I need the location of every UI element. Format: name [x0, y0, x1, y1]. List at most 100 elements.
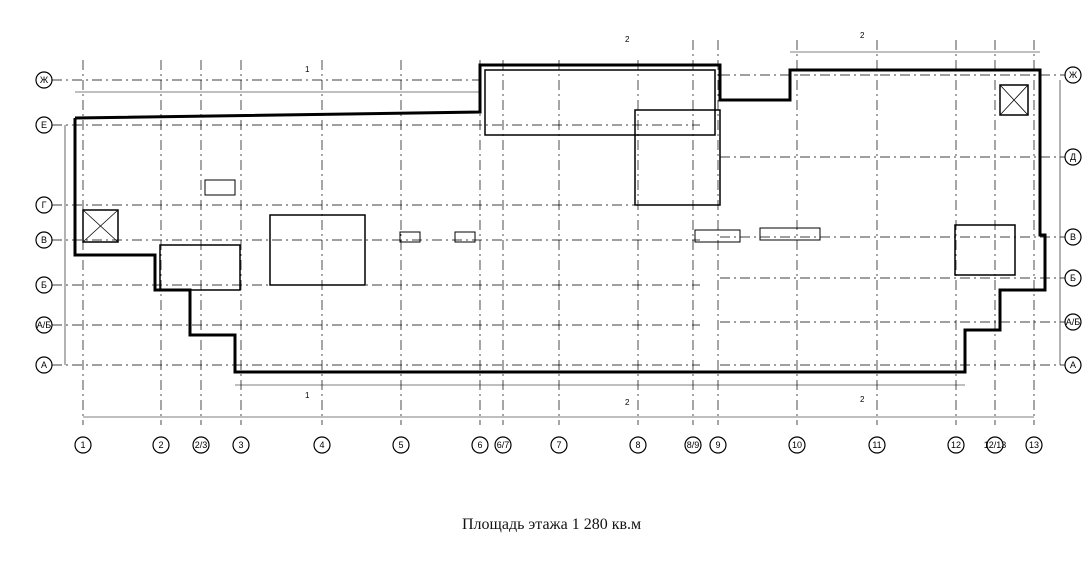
axis-label: 4	[319, 440, 324, 450]
stair-left	[159, 244, 241, 291]
axis-label: Ж	[1069, 70, 1078, 80]
row-axis-left-7: А	[35, 356, 53, 374]
axis-label: 1	[80, 440, 85, 450]
row-axis-left-5: Б	[35, 276, 53, 294]
axis-label: В	[1070, 232, 1076, 242]
section-mark-2-bottom-b: 2	[860, 395, 865, 404]
axis-bubble	[232, 436, 250, 454]
column-axis-14: 11	[868, 436, 886, 454]
axis-bubble	[74, 436, 92, 454]
column-axis-8: 6/7	[494, 436, 512, 454]
column-axis-11: 8/9	[684, 436, 702, 454]
column-axis-5: 4	[313, 436, 331, 454]
axis-label: 13	[1029, 440, 1039, 450]
axis-label: 11	[872, 440, 881, 450]
column-axis-17: 13	[1025, 436, 1043, 454]
axis-label: 10	[792, 440, 802, 450]
exterior-wall	[73, 63, 1047, 374]
axis-label: 8	[635, 440, 640, 450]
axis-bubble	[550, 436, 568, 454]
stair-right	[954, 224, 1016, 276]
column-axis-6: 5	[392, 436, 410, 454]
axis-label: Б	[41, 280, 47, 290]
axis-bubble	[1025, 436, 1043, 454]
axis-label: 2	[158, 440, 163, 450]
section-mark-2-top-b: 2	[860, 31, 865, 40]
courtyard-notch	[484, 69, 716, 136]
section-mark-1-bottom: 1	[305, 391, 310, 400]
axis-bubble	[35, 356, 53, 374]
axis-label: 2/3	[195, 440, 208, 450]
axis-bubble	[1064, 66, 1082, 84]
axis-bubble	[471, 436, 489, 454]
row-axis-right-1: Ж	[1064, 66, 1082, 84]
building-walls	[73, 63, 1047, 374]
axis-bubble	[35, 116, 53, 134]
axis-label: Б	[1070, 273, 1076, 283]
column-axis-16: 12/13	[984, 436, 1007, 454]
axis-bubble	[152, 436, 170, 454]
section-mark-1-top: 1	[305, 65, 310, 74]
axis-bubble	[947, 436, 965, 454]
row-axis-left-2: Е	[35, 116, 53, 134]
axis-label: 8/9	[687, 440, 700, 450]
axis-bubble	[986, 436, 1004, 454]
axis-bubble	[192, 436, 210, 454]
axis-bubble	[35, 71, 53, 89]
axis-label: А/Б	[1066, 317, 1081, 327]
axis-label: А	[1070, 360, 1076, 370]
wc-block-left	[269, 214, 366, 286]
floor-area-caption: Площадь этажа 1 280 кв.м	[462, 516, 642, 533]
axis-bubble	[1064, 313, 1082, 331]
axis-label: 6/7	[497, 440, 510, 450]
column-axis-12: 9	[709, 436, 727, 454]
elevator-left	[82, 209, 119, 243]
axis-label: 12/13	[984, 440, 1007, 450]
axis-bubble	[1064, 148, 1082, 166]
column-axis-2: 2	[152, 436, 170, 454]
axis-bubble	[629, 436, 647, 454]
axis-label: Д	[1070, 152, 1076, 162]
axis-label: 9	[715, 440, 720, 450]
row-axis-left-1: Ж	[35, 71, 53, 89]
elevator-right	[999, 84, 1029, 116]
axis-label: 3	[238, 440, 243, 450]
section-mark-2-top-a: 2	[625, 35, 630, 44]
axis-label: Ж	[40, 75, 49, 85]
row-axis-right-6: А	[1064, 356, 1082, 374]
axis-label: В	[41, 235, 47, 245]
axis-label: 12	[951, 440, 961, 450]
column-axis-10: 8	[629, 436, 647, 454]
axis-label: А/Б	[37, 320, 52, 330]
axis-bubble	[35, 276, 53, 294]
column-axis-13: 10	[788, 436, 806, 454]
column-axis-15: 12	[947, 436, 965, 454]
column-axis-4: 3	[232, 436, 250, 454]
axis-bubble	[494, 436, 512, 454]
axis-label: 5	[398, 440, 403, 450]
axis-bubble	[35, 231, 53, 249]
column-axis-1: 1	[74, 436, 92, 454]
axis-bubble	[35, 196, 53, 214]
row-axis-left-3: Г	[35, 196, 53, 214]
axis-bubble	[684, 436, 702, 454]
row-axis-left-6: А/Б	[35, 316, 53, 334]
axis-bubble	[868, 436, 886, 454]
wc-block-center	[634, 109, 721, 206]
row-axis-right-3: В	[1064, 228, 1082, 246]
axis-bubble	[313, 436, 331, 454]
axis-label: Е	[41, 120, 47, 130]
axis-bubble	[709, 436, 727, 454]
axis-bubble	[1064, 228, 1082, 246]
column-axis-7: 6	[471, 436, 489, 454]
axis-bubble	[1064, 356, 1082, 374]
section-mark-2-bottom-a: 2	[625, 398, 630, 407]
axis-bubble	[788, 436, 806, 454]
column-axis-3: 2/3	[192, 436, 210, 454]
axis-bubble	[1064, 269, 1082, 287]
column-axis-9: 7	[550, 436, 568, 454]
axis-bubble	[35, 316, 53, 334]
axis-bubble	[392, 436, 410, 454]
row-axis-right-5: А/Б	[1064, 313, 1082, 331]
